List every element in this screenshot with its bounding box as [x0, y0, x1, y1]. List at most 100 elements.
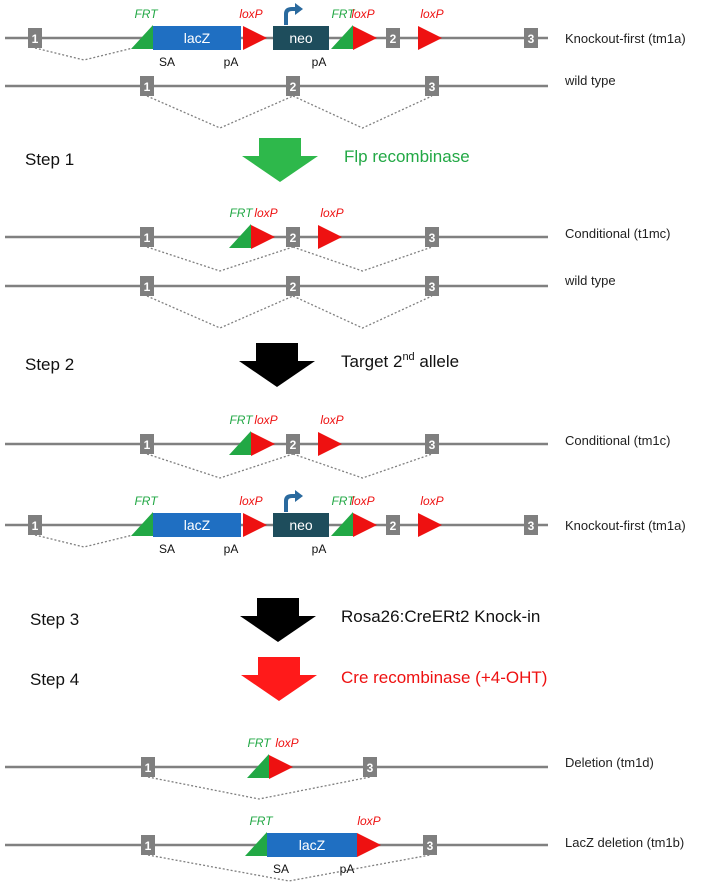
splice-acceptor-label: SA [159, 55, 175, 69]
polya-label: pA [224, 55, 239, 69]
loxp-site [318, 432, 342, 456]
loxp-label: loxP [239, 7, 262, 21]
step-2-action: Target 2nd allele [341, 351, 459, 371]
step-3-action: Rosa26:CreERt2 Knock-in [341, 607, 540, 626]
loxp-label: loxP [320, 413, 343, 427]
exon-box [423, 835, 437, 855]
splice-connector [146, 295, 294, 329]
loxp-label: loxP [357, 814, 380, 828]
allele-label: Deletion (tm1d) [565, 755, 654, 770]
polya-label: pA [340, 862, 355, 876]
exon-number: 3 [429, 80, 436, 94]
frt-site [245, 832, 267, 856]
exon-box [140, 76, 154, 96]
exon-number: 2 [290, 438, 297, 452]
step-1-action: Flp recombinase [344, 147, 470, 166]
frt-label: FRT [249, 814, 274, 828]
frt-site [131, 512, 153, 536]
loxp-site [243, 26, 267, 50]
frt-label: FRT [229, 206, 254, 220]
frt-label: FRT [134, 7, 159, 21]
exon-number: 1 [145, 761, 152, 775]
splice-connector [292, 95, 433, 129]
lacz-cassette [153, 513, 241, 537]
exon-number: 2 [390, 32, 397, 46]
loxp-label: loxP [351, 494, 374, 508]
loxp-site [251, 225, 275, 249]
neo-label: neo [289, 517, 313, 533]
frt-site [131, 25, 153, 49]
frt-site [229, 431, 251, 455]
loxp-site [357, 833, 381, 857]
exon-number: 1 [144, 438, 151, 452]
allele-label: LacZ deletion (tm1b) [565, 835, 684, 850]
frt-label: FRT [247, 736, 272, 750]
allele-label: Knockout-first (tm1a) [565, 31, 686, 46]
cre-arrow-icon [241, 657, 317, 701]
loxp-site [353, 513, 377, 537]
splice-connector [34, 47, 134, 61]
exon-box [524, 515, 538, 535]
exon-number: 2 [290, 231, 297, 245]
splice-acceptor-label: SA [273, 862, 289, 876]
lacz-label: lacZ [299, 837, 326, 853]
promoter-arrowhead-icon [295, 3, 303, 15]
exon-number: 2 [290, 280, 297, 294]
exon-number: 3 [528, 32, 535, 46]
exon-box [286, 227, 300, 247]
step-2-label: Step 2 [25, 355, 74, 374]
neo-cassette [273, 26, 329, 50]
splice-connector [292, 453, 433, 479]
exon-number: 3 [429, 438, 436, 452]
exon-number: 3 [429, 231, 436, 245]
loxp-site [353, 26, 377, 50]
exon-number: 3 [528, 519, 535, 533]
loxp-site [318, 225, 342, 249]
step-2-action-sup: nd [402, 351, 414, 363]
frt-site [331, 25, 353, 49]
exon-number: 1 [144, 231, 151, 245]
loxp-site [269, 755, 293, 779]
exon-box [140, 227, 154, 247]
knockin-arrow-icon [240, 598, 316, 642]
loxp-site [418, 26, 442, 50]
allele-label: wild type [564, 273, 616, 288]
step-1-label: Step 1 [25, 150, 74, 169]
splice-connector [292, 295, 433, 329]
splice-connector [34, 534, 134, 548]
exon-box [28, 515, 42, 535]
lacz-cassette [153, 26, 241, 50]
exon-box [425, 276, 439, 296]
exon-box [425, 434, 439, 454]
step-3-label: Step 3 [30, 610, 79, 629]
loxp-site [243, 513, 267, 537]
splice-connector [146, 246, 294, 272]
promoter-arrow-icon [284, 7, 295, 25]
frt-site [247, 754, 269, 778]
neo-label: neo [289, 30, 313, 46]
allele-label: Conditional (tm1c) [565, 433, 671, 448]
step-4-action: Cre recombinase (+4-OHT) [341, 668, 547, 687]
polya-label: pA [224, 542, 239, 556]
loxp-label: loxP [420, 494, 443, 508]
loxp-label: loxP [320, 206, 343, 220]
exon-box [286, 276, 300, 296]
loxp-label: loxP [239, 494, 262, 508]
exon-box [363, 757, 377, 777]
allele-label: wild type [564, 73, 616, 88]
flp-arrow-icon [242, 138, 318, 182]
allele-label: Knockout-first (tm1a) [565, 518, 686, 533]
loxp-site [251, 432, 275, 456]
frt-label: FRT [229, 413, 254, 427]
splice-acceptor-label: SA [159, 542, 175, 556]
step-2-action-main: Target 2 [341, 352, 402, 371]
polya-label: pA [312, 55, 327, 69]
promoter-arrow-icon [284, 494, 295, 512]
exon-box [425, 227, 439, 247]
exon-number: 1 [145, 839, 152, 853]
lacz-label: lacZ [184, 30, 211, 46]
frt-label: FRT [331, 494, 356, 508]
exon-number: 1 [32, 32, 39, 46]
target-arrow-icon [239, 343, 315, 387]
